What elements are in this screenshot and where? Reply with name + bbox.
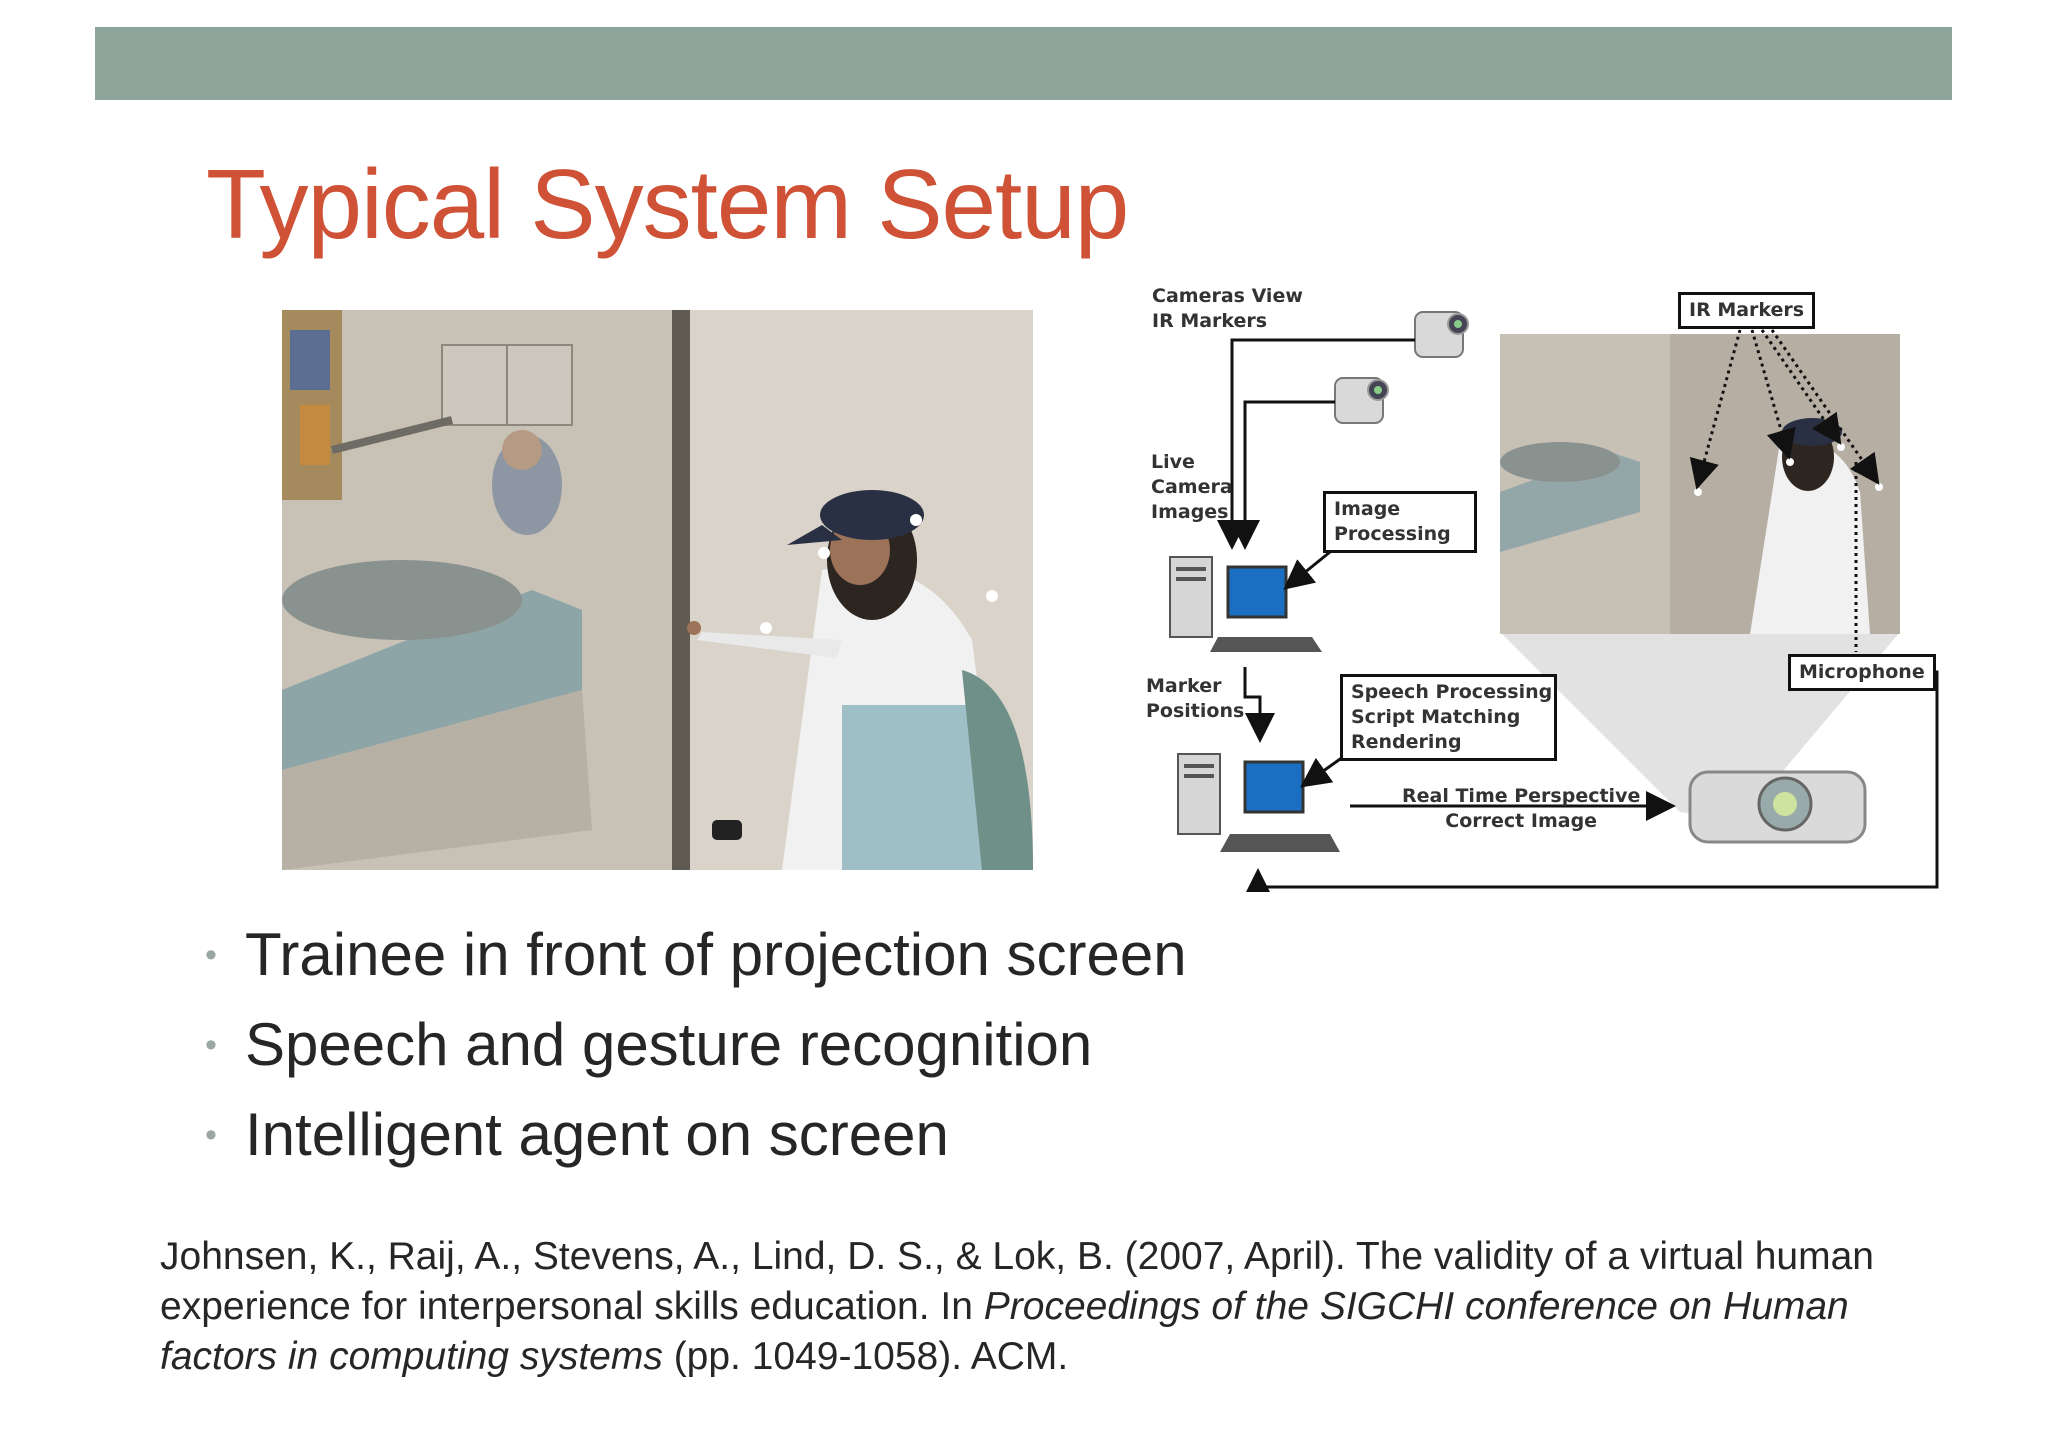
speech-processing-box: Speech Processing Script Matching Render… [1340,674,1557,761]
bullet-item: •Speech and gesture recognition [205,1000,1187,1090]
system-diagram: Cameras View IR Markers IR Markers Live … [1140,282,1940,892]
cameras-view-label: Cameras View IR Markers [1152,285,1303,332]
bullet-dot-icon: • [205,1026,217,1064]
ir-markers-box: IR Markers [1678,292,1816,329]
trainee-photo [282,310,1033,870]
citation: Johnsen, K., Raij, A., Stevens, A., Lind… [160,1235,1874,1378]
header-accent-bar [95,27,1952,100]
marker-positions-label: Marker Positions [1146,675,1245,722]
live-camera-images-label: Live Camera Images [1151,451,1233,523]
microphone-box: Microphone [1788,654,1936,691]
realtime-image-label: Real Time Perspective Correct Image [1402,785,1641,832]
slide-title: Typical System Setup [206,149,1129,259]
bullet-dot-icon: • [205,1116,217,1154]
bullet-item: •Intelligent agent on screen [205,1090,1187,1180]
image-processing-box: Image Processing [1323,491,1477,553]
bullet-item: •Trainee in front of projection screen [205,910,1187,1000]
bullet-list: •Trainee in front of projection screen •… [205,910,1187,1180]
bullet-dot-icon: • [205,936,217,974]
